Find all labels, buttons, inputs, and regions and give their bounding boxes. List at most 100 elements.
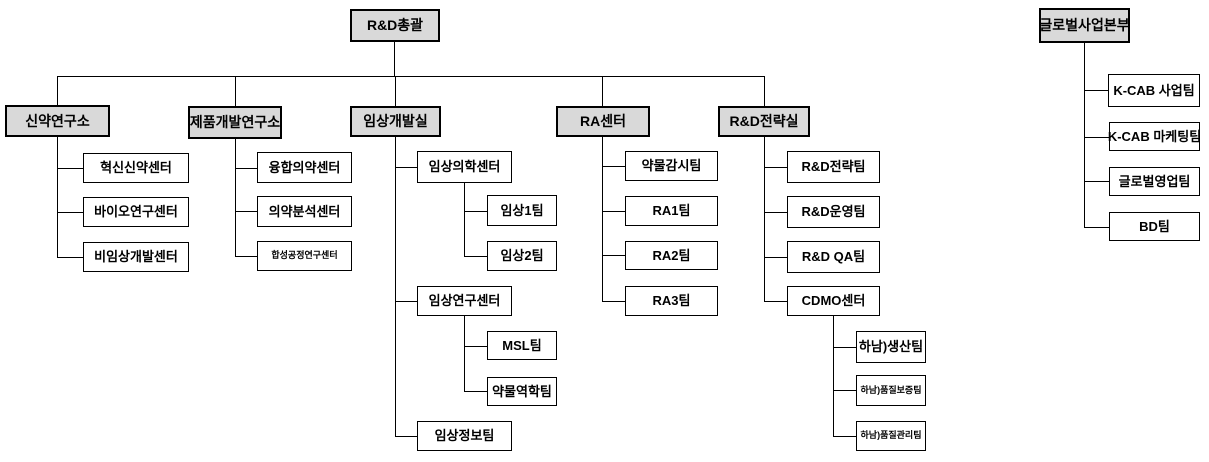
org-node-label: R&D전략팀 xyxy=(801,159,866,175)
org-node-product-development-research-institute: 제품개발연구소 xyxy=(188,106,282,139)
org-node-nonclinical-development-center: 비임상개발센터 xyxy=(83,242,189,272)
org-node-label: 임상연구센터 xyxy=(428,293,501,309)
connector-line-horizontal xyxy=(57,257,83,258)
org-node-ra-team-2: RA2팀 xyxy=(625,241,718,270)
org-node-label: 융합의약센터 xyxy=(268,159,341,175)
org-node-label: RA3팀 xyxy=(652,293,691,309)
org-node-label: 임상정보팀 xyxy=(434,428,495,444)
connector-line-horizontal xyxy=(764,257,787,258)
org-node-label: MSL팀 xyxy=(502,337,542,353)
org-node-label: CDMO센터 xyxy=(801,293,866,309)
connector-line-horizontal xyxy=(464,256,487,257)
org-node-rnd-strategy-team: R&D전략팀 xyxy=(787,151,880,183)
org-node-label: 의약분석센터 xyxy=(268,203,341,219)
org-node-label: 신약연구소 xyxy=(25,112,90,129)
org-node-rnd-strategy-office: R&D전략실 xyxy=(718,106,810,137)
org-node-label: 글로벌사업본부 xyxy=(1039,17,1130,34)
org-node-kcab-marketing-team: K-CAB 마케팅팀 xyxy=(1107,122,1202,151)
org-node-hanam-quality-control-team: 하남)품질관리팀 xyxy=(856,421,926,451)
connector-line-vertical xyxy=(464,316,465,391)
org-node-clinical-medicine-center: 임상의학센터 xyxy=(417,151,512,183)
org-node-label: 하남)생산팀 xyxy=(858,339,924,355)
org-node-label: K-CAB 마케팅팀 xyxy=(1107,128,1202,144)
connector-line-horizontal xyxy=(833,347,856,348)
org-node-global-sales-team: 글로벌영업팀 xyxy=(1109,167,1200,196)
org-node-label: 임상1팀 xyxy=(500,202,544,218)
connector-line-horizontal xyxy=(764,212,787,213)
org-node-clinical-team-1: 임상1팀 xyxy=(487,195,557,226)
connector-line-horizontal xyxy=(1084,90,1108,91)
org-node-hanam-quality-assurance-team: 하남)품질보증팀 xyxy=(856,375,926,406)
connector-line-vertical xyxy=(57,76,58,105)
org-node-ra-team-1: RA1팀 xyxy=(625,196,718,226)
connector-line-horizontal xyxy=(464,211,487,212)
org-node-label: 약물감시팀 xyxy=(641,158,702,174)
org-node-kcab-business-team: K-CAB 사업팀 xyxy=(1108,74,1200,107)
org-node-label: K-CAB 사업팀 xyxy=(1113,82,1195,98)
connector-line-vertical xyxy=(1084,43,1085,227)
connector-line-vertical xyxy=(764,137,765,301)
org-node-rnd-hq: R&D총괄 xyxy=(350,9,440,42)
org-node-label: 하남)품질보증팀 xyxy=(860,384,922,395)
connector-line-horizontal xyxy=(464,346,487,347)
org-node-pharmacoepidemiology-team: 약물역학팀 xyxy=(487,377,557,406)
connector-line-vertical xyxy=(464,183,465,256)
connector-line-vertical xyxy=(395,137,396,436)
connector-line-vertical xyxy=(394,42,395,76)
connector-line-horizontal xyxy=(602,301,625,302)
org-node-label: 혁신신약센터 xyxy=(100,160,172,176)
connector-line-horizontal xyxy=(602,211,625,212)
connector-line-horizontal xyxy=(833,390,856,391)
org-node-pharmaceutical-analysis-center: 의약분석센터 xyxy=(257,196,352,227)
connector-line-vertical xyxy=(235,76,236,106)
connector-line-vertical xyxy=(395,76,396,106)
org-node-label: BD팀 xyxy=(1139,218,1170,234)
connector-line-horizontal xyxy=(57,212,83,213)
org-node-msl-team: MSL팀 xyxy=(487,331,557,360)
org-node-hanam-production-team: 하남)생산팀 xyxy=(856,331,926,363)
connector-line-horizontal xyxy=(235,168,257,169)
connector-line-horizontal xyxy=(1084,227,1109,228)
connector-line-horizontal xyxy=(395,167,417,168)
connector-line-horizontal xyxy=(764,301,787,302)
org-node-innovative-new-drug-center: 혁신신약센터 xyxy=(83,153,189,183)
org-node-label: 바이오연구센터 xyxy=(94,204,178,220)
org-node-ra-center: RA센터 xyxy=(556,106,650,137)
connector-line-horizontal xyxy=(602,166,625,167)
connector-line-horizontal xyxy=(1084,181,1109,182)
connector-line-vertical xyxy=(602,76,603,106)
org-node-label: 비임상개발센터 xyxy=(94,249,178,265)
org-node-label: RA2팀 xyxy=(652,247,691,263)
org-node-pharmacovigilance-team: 약물감시팀 xyxy=(625,151,718,181)
connector-line-vertical xyxy=(833,316,834,436)
org-node-clinical-team-2: 임상2팀 xyxy=(487,241,557,271)
connector-line-horizontal xyxy=(464,391,487,392)
org-node-clinical-research-center: 임상연구센터 xyxy=(417,286,512,316)
org-node-label: RA1팀 xyxy=(652,203,691,219)
org-node-label: 임상개발실 xyxy=(363,113,428,130)
org-node-global-business-division: 글로벌사업본부 xyxy=(1039,8,1130,43)
org-node-label: RA센터 xyxy=(580,113,626,130)
org-node-label: R&D QA팀 xyxy=(801,249,866,265)
org-node-label: 임상2팀 xyxy=(500,248,544,264)
org-node-label: R&D전략실 xyxy=(729,113,799,130)
connector-line-vertical xyxy=(57,137,58,257)
org-node-synthesis-process-research-center: 합성공정연구센터 xyxy=(257,241,352,271)
org-node-label: 하남)품질관리팀 xyxy=(860,430,922,441)
org-node-new-drug-research-institute: 신약연구소 xyxy=(5,105,110,137)
connector-line-vertical xyxy=(602,137,603,301)
org-node-ra-team-3: RA3팀 xyxy=(625,286,718,316)
org-node-clinical-development-office: 임상개발실 xyxy=(350,106,441,137)
org-node-bio-research-center: 바이오연구센터 xyxy=(83,197,189,227)
org-node-label: 임상의학센터 xyxy=(428,159,501,175)
connector-line-horizontal xyxy=(235,256,257,257)
connector-line-horizontal xyxy=(395,301,417,302)
connector-line-vertical xyxy=(764,76,765,106)
connector-line-vertical xyxy=(235,139,236,256)
org-node-clinical-information-team: 임상정보팀 xyxy=(417,421,512,451)
org-node-label: 글로벌영업팀 xyxy=(1118,173,1191,189)
org-node-label: R&D총괄 xyxy=(366,17,424,34)
